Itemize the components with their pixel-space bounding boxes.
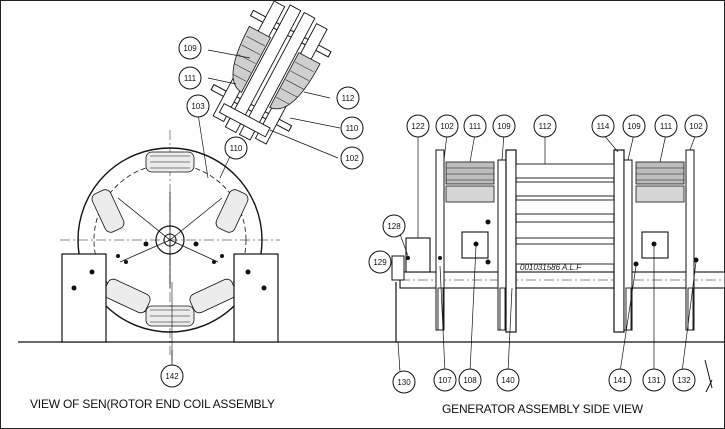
callout-108-c108: 108	[458, 368, 482, 392]
callout-label: 111	[469, 122, 482, 131]
callout-label: 109	[497, 122, 511, 131]
serial-number: 001031586 A.L.F	[520, 263, 582, 272]
callout-bubbles: 109 111 112 110 102 103 110 142 122 102 111 109 112 1…	[160, 36, 708, 394]
rotor-end-view	[60, 130, 280, 362]
callout-111-c111a: 111	[178, 66, 202, 90]
coil-detail-inset	[210, 0, 332, 145]
callout-label: 102	[345, 154, 359, 163]
callout-112-c112a: 112	[336, 86, 360, 110]
callout-label: 142	[165, 372, 179, 381]
callout-102-c102a: 102	[340, 146, 364, 170]
callout-102-c102c: 102	[684, 114, 708, 138]
caption-generator-side-view: GENERATOR ASSEMBLY SIDE VIEW	[442, 402, 643, 416]
callout-129-c129: 129	[368, 250, 392, 274]
callout-110-c110b: 110	[224, 136, 248, 160]
callout-label: 129	[373, 258, 387, 267]
callout-label: 111	[660, 122, 673, 131]
callout-122-c122: 122	[406, 114, 430, 138]
leader-lines	[171, 49, 697, 373]
callout-142-c142: 142	[160, 364, 184, 388]
callout-label: 110	[230, 144, 243, 153]
callout-131-c131: 131	[642, 368, 666, 392]
callout-label: 103	[191, 102, 205, 111]
callout-label: 102	[440, 122, 454, 131]
callout-111-c111b: 111	[463, 114, 487, 138]
callout-label: 131	[647, 376, 661, 385]
callout-128-c128: 128	[382, 214, 406, 238]
callout-130-c130: 130	[392, 370, 416, 394]
caption-rotor-end-view: VIEW OF SEN(ROTOR END COIL ASSEMBLY	[30, 397, 275, 411]
callout-111-c111c: 111	[654, 114, 678, 138]
callout-label: 110	[346, 124, 359, 133]
callout-label: 122	[411, 122, 425, 131]
callout-114-c114: 114	[591, 114, 615, 138]
callout-label: 130	[397, 378, 411, 387]
callout-109-c109b: 109	[492, 114, 516, 138]
callout-label: 112	[342, 94, 355, 103]
callout-label: 108	[463, 376, 477, 385]
callout-label: 102	[689, 122, 703, 131]
callout-label: 107	[438, 376, 452, 385]
callout-140-c140: 140	[496, 368, 520, 392]
callout-label: 109	[183, 44, 197, 53]
callout-103-c103: 103	[186, 94, 210, 118]
callout-label: 141	[613, 376, 627, 385]
callout-109-c109a: 109	[178, 36, 202, 60]
callout-110-c110a: 110	[340, 116, 364, 140]
generator-side-view: 001031586 A.L.F	[391, 149, 725, 393]
callout-label: 109	[627, 122, 641, 131]
callout-label: 132	[677, 376, 691, 385]
callout-107-c107: 107	[433, 368, 457, 392]
callout-label: 140	[501, 376, 515, 385]
callout-141-c141: 141	[608, 368, 632, 392]
callout-132-c132: 132	[672, 368, 696, 392]
callout-102-c102b: 102	[435, 114, 459, 138]
callout-label: 128	[387, 222, 401, 231]
callout-109-c109c: 109	[622, 114, 646, 138]
callout-label: 111	[184, 74, 197, 83]
callout-label: 112	[539, 122, 552, 131]
callout-112-c112b: 112	[533, 114, 557, 138]
callout-label: 114	[597, 122, 610, 131]
